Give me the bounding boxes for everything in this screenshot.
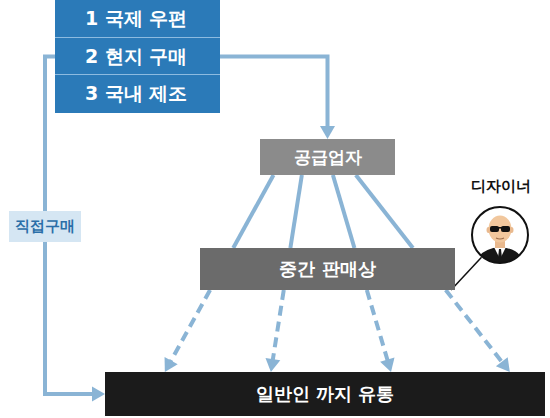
arrow-head [165, 357, 178, 372]
connector-line [220, 57, 328, 129]
connector-line [451, 257, 482, 290]
connector-line [273, 290, 284, 361]
node-text: 일반인 까지 유통 [256, 382, 395, 406]
connector-line [233, 175, 273, 248]
node-text: 1 국제 우편 [55, 0, 220, 37]
node-text: 3 국내 제조 [55, 74, 220, 111]
node-text: 공급업자 [294, 146, 362, 169]
connector-line [333, 175, 355, 248]
process-box: 공급업자 [260, 139, 395, 175]
arrow-head [265, 358, 280, 372]
arrow-head [320, 126, 335, 139]
connector-line [290, 175, 301, 248]
node-text: 2 현지 구매 [55, 37, 220, 74]
source-box: 1 국제 우편2 현지 구매3 국내 제조 [55, 0, 220, 113]
connector [233, 175, 273, 248]
output-band: 일반인 까지 유통 [105, 372, 545, 416]
connector [165, 290, 211, 372]
connector [220, 57, 335, 140]
designer-callout: 디자이너 [461, 176, 541, 268]
connector [446, 290, 510, 372]
arrow-head [380, 357, 394, 372]
connector [451, 257, 482, 290]
connector [367, 290, 395, 372]
process-box: 중간 판매상 [200, 248, 455, 290]
connector [356, 175, 413, 248]
arrow-head [496, 357, 510, 372]
connector [333, 175, 355, 248]
edge-label: 직접구매 [9, 211, 81, 242]
connector-line [170, 290, 210, 362]
connector-line [446, 290, 503, 363]
connector-line [367, 290, 388, 361]
connector-line [356, 175, 413, 248]
node-text: 중간 판매상 [279, 257, 375, 281]
node-text: 디자이너 [461, 176, 541, 196]
designer-portrait [470, 205, 530, 265]
connector [290, 175, 301, 248]
arrow-head [92, 387, 105, 402]
connector [265, 290, 283, 372]
